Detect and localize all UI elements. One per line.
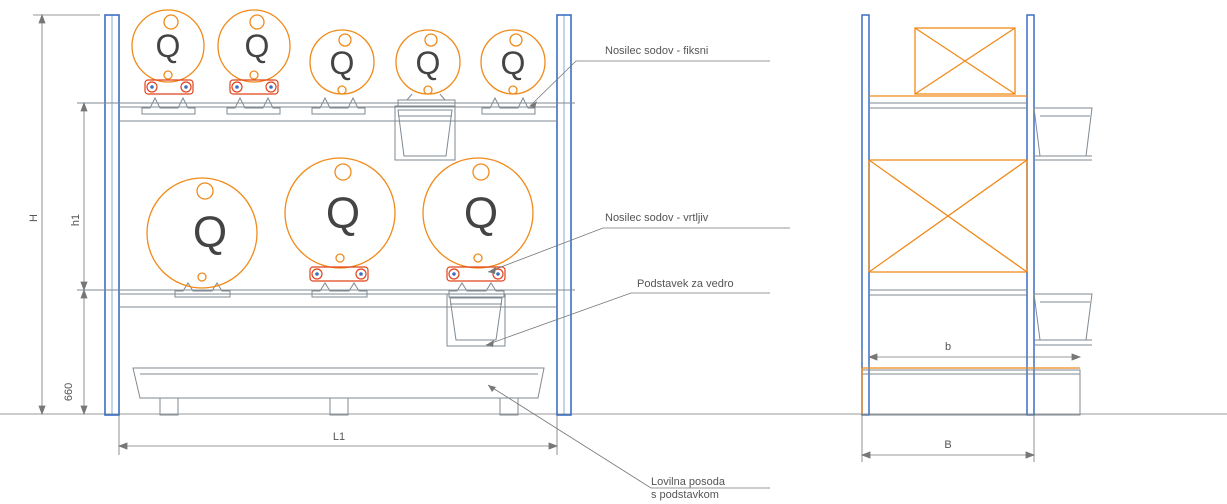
side-barrels — [861, 27, 1080, 414]
side-upright-back — [1026, 14, 1035, 416]
upper-roller-dots — [150, 85, 273, 89]
side-view: b B — [860, 14, 1093, 462]
callout-leaders — [485, 60, 790, 489]
barrel — [284, 157, 396, 269]
upper-barrels — [131, 9, 546, 95]
barrel-label: Q — [501, 45, 526, 81]
barrel-label: Q — [156, 28, 181, 64]
lower-roller-dots — [315, 272, 500, 276]
drip-tray — [132, 367, 545, 416]
lower-bucket-stand — [446, 293, 506, 347]
callout-swivel-support: Nosilec sodov - vrtljiv — [605, 212, 709, 224]
dimension-B: B — [944, 439, 951, 451]
barrel-label: Q — [416, 45, 441, 81]
barrel — [131, 9, 205, 83]
dimension-b: b — [945, 341, 951, 353]
barrel-label: Q — [326, 189, 360, 238]
barrel-label: Q — [245, 28, 270, 64]
upper-bucket-stand — [394, 105, 456, 161]
side-upright-front — [861, 14, 870, 416]
upper-cradles — [141, 93, 536, 115]
callout-fixed-support: Nosilec sodov - fiksni — [605, 45, 708, 57]
lower-cradles — [174, 282, 505, 298]
barrel-label: Q — [330, 45, 355, 81]
barrel — [422, 157, 534, 269]
dimension-L1: L1 — [333, 431, 345, 443]
callout-bucket-stand: Podstavek za vedro — [637, 278, 734, 290]
barrel — [146, 177, 258, 289]
dimension-h1: h1 — [70, 214, 82, 226]
callout-drip-tray-line1: Lovilna posoda — [651, 476, 726, 488]
front-view: Q Q Q Q Q Q Q Q — [28, 9, 575, 455]
lower-rollers — [309, 266, 506, 282]
barrel-label: Q — [193, 208, 227, 257]
barrel-labels: Q Q Q Q Q Q Q Q — [156, 28, 526, 257]
dimension-660: 660 — [63, 383, 75, 401]
barrel-label: Q — [464, 189, 498, 238]
barrel — [217, 9, 291, 83]
upper-rollers — [144, 79, 279, 95]
callout-drip-tray-line2: s podstavkom — [651, 489, 719, 501]
lower-barrels — [146, 157, 534, 289]
front-dimensions — [33, 13, 559, 455]
dimension-H: H — [28, 214, 40, 222]
callout-markers — [486, 101, 537, 392]
side-dimensions — [860, 350, 1082, 462]
